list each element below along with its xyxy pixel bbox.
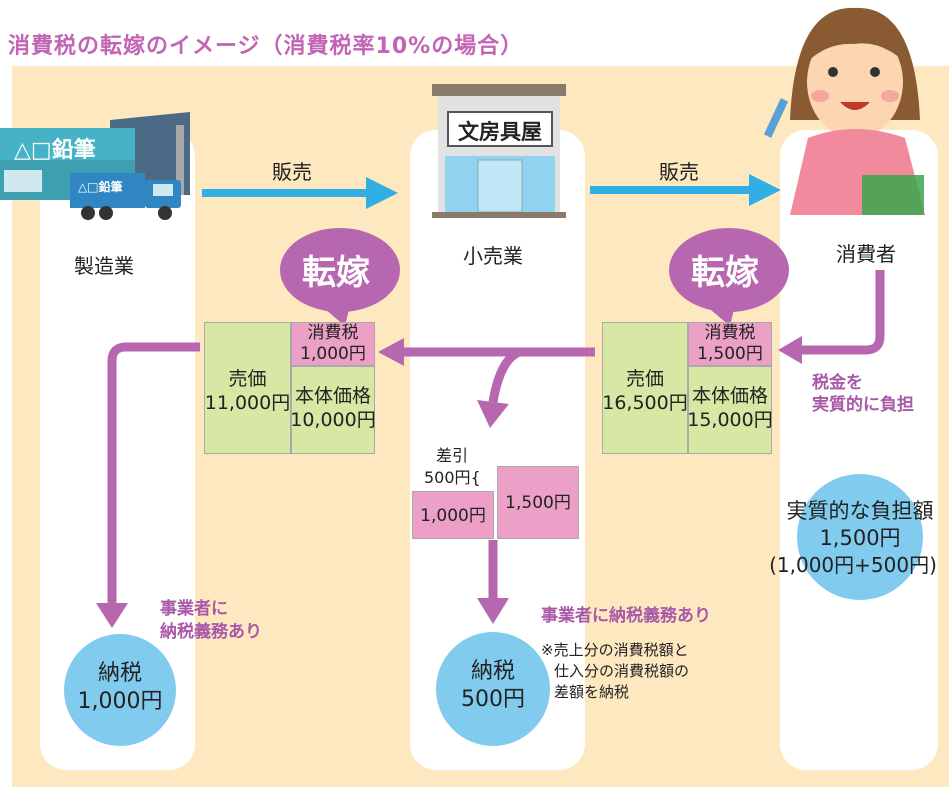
pass-on-bubble-2 — [669, 228, 789, 326]
price-box-2-base — [688, 366, 772, 454]
consumer-column — [780, 130, 938, 770]
payment-2-line2: 500円 — [461, 687, 525, 712]
note-line3: 差額を納税 — [554, 683, 630, 701]
note-line2: 仕入分の消費税額の — [554, 662, 690, 680]
shop-sign: 文房具屋 — [458, 120, 542, 144]
difference-box-left — [412, 491, 494, 539]
pass-on-text-2: 転嫁 — [691, 253, 759, 293]
price-box-2-sale-label: 売価 — [625, 368, 664, 390]
price-box-1-tax — [291, 322, 375, 366]
payment-1-line2: 1,000円 — [77, 689, 163, 714]
manufacturer-label: 製造業 — [74, 254, 134, 278]
pass-on-bubble-1 — [280, 228, 400, 326]
sale-label-2: 販売 — [659, 160, 699, 184]
pass-on-text-1: 転嫁 — [302, 253, 370, 293]
truck-illustration — [70, 173, 181, 220]
burden-circle-line3: (1,000円+500円) — [769, 553, 937, 577]
payment-2-line1: 納税 — [470, 659, 515, 684]
price-box-2-tax-amount: 1,500円 — [697, 344, 763, 364]
price-box-1-tax-amount: 1,000円 — [300, 344, 366, 364]
difference-box-right — [497, 466, 579, 539]
consumer-burden-arrow — [800, 270, 885, 355]
price-box-2-base-label: 本体価格 — [691, 385, 768, 407]
obligation-1-line2: 納税義務あり — [160, 622, 262, 642]
price-box-2-sale — [602, 322, 688, 454]
payment-arrow-1 — [107, 342, 200, 605]
payment-circle-1 — [64, 634, 176, 746]
price-box-1-base-amount: 10,000円 — [290, 409, 376, 431]
difference-box-right-text: 1,500円 — [505, 493, 571, 513]
price-box-1-base-label: 本体価格 — [294, 385, 371, 407]
price-box-1-base — [291, 366, 375, 454]
consumer-illustration — [763, 7, 925, 215]
tax-burden-note-line2: 実質的に負担 — [812, 395, 914, 415]
sale-label-1: 販売 — [272, 160, 312, 184]
truck-sign: △□鉛筆 — [78, 180, 123, 194]
price-box-2-tax-label: 消費税 — [704, 323, 756, 343]
price-box-1-sale-label: 売価 — [228, 368, 267, 390]
obligation-2: 事業者に納税義務あり — [541, 606, 711, 626]
price-box-2-base-amount: 15,000円 — [687, 409, 773, 431]
burden-circle — [797, 474, 923, 600]
difference-box-left-text: 1,000円 — [420, 506, 486, 526]
price-box-1-sale-amount: 11,000円 — [204, 392, 291, 414]
payment-circle-2 — [436, 632, 550, 746]
page-title: 消費税の転嫁のイメージ（消費税率10%の場合） — [8, 34, 524, 59]
difference-amount: 500円{ — [424, 468, 481, 487]
note-line1: ※売上分の消費税額と — [541, 641, 689, 659]
shop-illustration — [432, 84, 566, 218]
burden-circle-line2: 1,500円 — [819, 526, 901, 550]
price-box-2-tax — [688, 322, 772, 366]
price-box-2-sale-amount: 16,500円 — [602, 392, 688, 414]
retailer-label: 小売業 — [463, 244, 523, 268]
price-box-1-sale — [204, 322, 291, 454]
burden-circle-line1: 実質的な負担額 — [786, 499, 934, 523]
payment-1-line1: 納税 — [97, 661, 142, 686]
split-arrow — [488, 347, 522, 403]
price-box-1-tax-label: 消費税 — [307, 323, 359, 343]
obligation-1-line1: 事業者に — [160, 599, 228, 619]
consumer-label: 消費者 — [836, 242, 896, 266]
factory-sign: △□鉛筆 — [14, 138, 96, 163]
tax-burden-note-line1: 税金を — [812, 373, 863, 393]
difference-label: 差引 — [436, 446, 469, 465]
